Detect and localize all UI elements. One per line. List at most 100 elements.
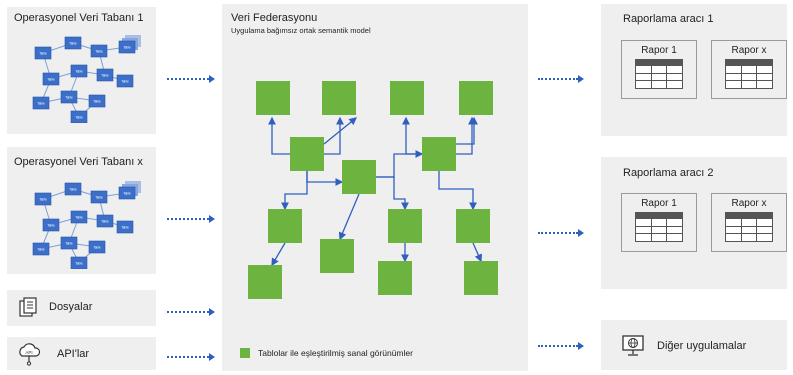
virtual-view-node <box>390 81 424 115</box>
arrow-federation-to-tool2 <box>538 232 578 234</box>
db-table-label: Table <box>123 192 131 196</box>
db-table-node <box>96 214 114 228</box>
tool2-title: Raporlama aracı 2 <box>623 167 714 179</box>
db-table-label: Table <box>121 226 129 230</box>
tool2-panel: Raporlama aracı 2 Rapor 1 Rapor x <box>601 157 787 289</box>
report-card: Rapor x <box>711 40 787 99</box>
db-table-node <box>34 192 52 206</box>
arrowhead <box>578 229 584 237</box>
virtual-view-node <box>248 265 282 299</box>
arrowhead <box>578 75 584 83</box>
arrowhead <box>209 215 215 223</box>
table-icon <box>725 59 773 89</box>
tool1-title: Raporlama aracı 1 <box>623 13 714 25</box>
graph-edge <box>323 117 358 145</box>
db1-title: Operasyonel Veri Tabanı 1 <box>14 12 144 24</box>
files-icon <box>19 297 37 317</box>
db-table-node <box>70 256 88 269</box>
report-label: Rapor 1 <box>641 45 677 56</box>
graph-edge <box>306 171 344 186</box>
arrowhead <box>209 308 215 316</box>
db-table-node <box>32 96 50 110</box>
virtual-view-node <box>342 160 376 194</box>
arrow-dbx-to-federation <box>167 218 209 220</box>
db-table-label: Table <box>39 52 47 56</box>
db-table-node <box>116 74 134 88</box>
tool1-panel: Raporlama aracı 1 Rapor 1 Rapor x <box>601 4 787 136</box>
federation-panel: Veri Federasyonu Uygulama bağımsız ortak… <box>222 4 528 371</box>
virtual-view-node <box>268 209 302 243</box>
db-table-label: Table <box>69 42 77 46</box>
virtual-view-node <box>322 81 356 115</box>
arrow-federation-to-other <box>538 345 578 347</box>
graph-edge <box>281 171 308 211</box>
files-panel: Dosyalar <box>7 290 156 326</box>
graph-edge <box>338 193 360 241</box>
db-table-label: Table <box>47 78 55 82</box>
virtual-view-node <box>290 137 324 171</box>
db-table-node <box>70 210 88 224</box>
arrow-files-to-federation <box>167 311 209 313</box>
legend-swatch <box>240 348 250 358</box>
db-table-node <box>96 68 114 82</box>
table-icon <box>725 212 773 242</box>
db-table-node <box>32 242 50 256</box>
db-table-label: Table <box>93 246 101 250</box>
graph-edge <box>456 116 478 145</box>
arrowhead <box>209 75 215 83</box>
db-table-label: Table <box>95 50 103 54</box>
graph-edge <box>456 116 476 155</box>
api-icon-label: API <box>25 350 32 355</box>
graph-edge <box>438 171 477 211</box>
other-apps-panel: Diğer uygulamalar <box>601 320 787 370</box>
arrow-api-to-federation <box>167 356 209 358</box>
api-label: API'lar <box>57 348 90 360</box>
db-table-node <box>118 40 136 54</box>
arrowhead <box>578 342 584 350</box>
graph-edge <box>268 116 290 155</box>
report-label: Rapor 1 <box>641 198 677 209</box>
report-card: Rapor x <box>711 193 787 252</box>
db-table-label: Table <box>69 188 77 192</box>
federation-graph <box>248 81 498 299</box>
db-table-node <box>64 182 82 196</box>
table-icon <box>635 212 683 242</box>
monitor-globe-icon <box>622 335 644 356</box>
virtual-view-node <box>422 137 456 171</box>
db-table-node <box>90 44 108 58</box>
db-table-label: Table <box>75 116 83 120</box>
db-table-node <box>64 36 82 50</box>
legend-text: Tablolar ile eşleştirilmiş sanal görünüm… <box>258 348 413 358</box>
db-table-label: Table <box>39 198 47 202</box>
db-table-node <box>90 190 108 204</box>
db-table-label: Table <box>37 248 45 252</box>
dbx-title: Operasyonel Veri Tabanı x <box>14 156 143 168</box>
db-table-node <box>42 218 60 232</box>
db-table-label: Table <box>95 196 103 200</box>
db-table-node <box>88 94 106 108</box>
arrow-db1-to-federation <box>167 78 209 80</box>
virtual-view-node <box>378 261 412 295</box>
db-table-label: Table <box>101 74 109 78</box>
db-table-label: Table <box>75 70 83 74</box>
db-table-node <box>60 236 78 250</box>
api-panel: API API'lar <box>7 337 156 370</box>
graph-edge <box>271 242 286 267</box>
virtual-view-node <box>388 209 422 243</box>
db-table-label: Table <box>75 216 83 220</box>
virtual-view-node <box>456 209 490 243</box>
db-table-label: Table <box>65 242 73 246</box>
db-table-node <box>88 240 106 254</box>
db-table-node <box>116 220 134 234</box>
virtual-view-node <box>256 81 290 115</box>
database-diagram-icon: TableTableTableTableTableTableTableTable… <box>32 181 141 269</box>
graph-edge <box>324 116 344 155</box>
arrow-federation-to-tool1 <box>538 78 578 80</box>
db-table-node <box>60 90 78 104</box>
db-table-label: Table <box>75 262 83 266</box>
report-label: Rapor x <box>731 45 767 56</box>
db-table-label: Table <box>123 46 131 50</box>
db-table-label: Table <box>101 220 109 224</box>
